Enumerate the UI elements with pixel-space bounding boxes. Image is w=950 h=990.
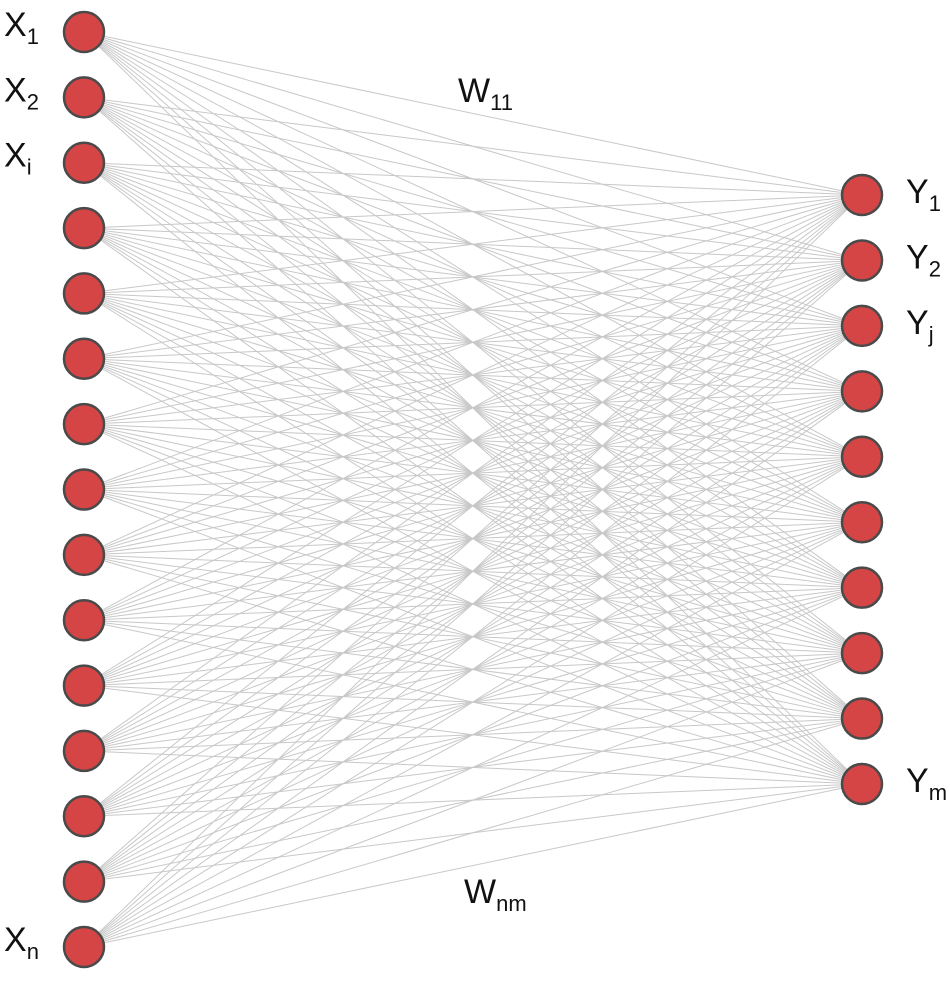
edge-x13-y1	[83, 194, 863, 817]
edge-x15-y10	[83, 783, 863, 948]
output-node-1	[840, 173, 884, 217]
output-node-3	[840, 304, 884, 348]
edge-x5-y1	[83, 194, 863, 294]
output-label-2: Y2	[906, 238, 941, 281]
output-node-8	[840, 631, 884, 675]
input-node-9	[62, 533, 106, 577]
edge-x3-y1	[83, 162, 863, 196]
edge-x10-y1	[83, 194, 863, 621]
edge-x8-y1	[83, 194, 863, 490]
input-node-13	[62, 795, 106, 838]
edge-x15-y5	[83, 456, 863, 948]
input-label-n: Xn	[4, 921, 39, 964]
edge-x15-y1	[83, 194, 863, 948]
weight-label-top-sub: 11	[490, 90, 513, 115]
output-node-6	[840, 500, 884, 544]
weight-label-bottom: Wnm	[464, 873, 527, 916]
input-node-2	[62, 76, 106, 119]
edge-x6-y1	[83, 194, 863, 360]
input-node-11	[62, 664, 106, 707]
input-label-1: X1	[4, 6, 39, 49]
connection-edges	[83, 31, 863, 948]
edge-x14-y1	[83, 194, 863, 883]
output-label-m: Ym	[906, 762, 947, 805]
edge-x15-y2	[83, 260, 863, 948]
edge-x4-y1	[83, 194, 863, 229]
input-label-i: Xi	[4, 137, 32, 180]
edge-x7-y1	[83, 194, 863, 425]
input-node-3	[62, 141, 106, 184]
weight-label-top-base: W	[458, 72, 490, 110]
edge-x15-y9	[83, 718, 863, 948]
output-layer	[840, 173, 884, 806]
edge-x15-y3	[83, 325, 863, 948]
input-node-6	[62, 337, 106, 381]
edge-x15-y6	[83, 521, 863, 948]
weight-label-top: W11	[458, 72, 513, 115]
input-node-7	[62, 402, 106, 446]
input-label-2: X2	[4, 71, 39, 114]
weight-label-bottom-sub: nm	[496, 891, 527, 916]
edge-x15-y8	[83, 652, 863, 948]
edge-x12-y1	[83, 194, 863, 752]
output-node-4	[840, 370, 884, 413]
edge-x11-y1	[83, 194, 863, 686]
output-label-1: Y1	[906, 173, 941, 216]
output-node-7	[840, 566, 884, 609]
input-node-14	[62, 860, 106, 903]
edge-x15-y7	[83, 587, 863, 948]
input-node-8	[62, 468, 106, 511]
input-node-1	[62, 10, 106, 54]
input-node-5	[62, 272, 106, 315]
edge-x1-y1	[83, 31, 863, 196]
output-node-2	[840, 239, 884, 282]
input-layer	[62, 10, 106, 969]
input-node-4	[62, 206, 106, 250]
edge-x15-y4	[83, 390, 863, 948]
output-node-5	[840, 435, 884, 479]
output-label-j: Yj	[906, 304, 934, 347]
input-node-15	[62, 925, 106, 969]
output-node-10	[840, 762, 884, 806]
weight-label-bottom-base: W	[464, 873, 496, 911]
input-node-10	[62, 598, 106, 642]
input-node-12	[62, 729, 106, 773]
output-node-9	[840, 697, 884, 740]
edge-x2-y1	[83, 96, 863, 196]
edge-x9-y1	[83, 194, 863, 556]
